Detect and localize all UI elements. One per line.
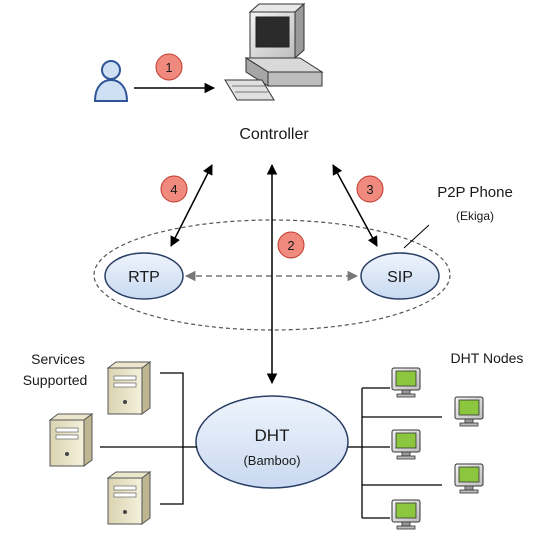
monitor-icon [391,429,421,460]
step-badge-4: 4 [160,175,188,203]
monitor-icon [454,463,484,494]
bamboo-label: (Bamboo) [243,453,300,468]
p2p-phone-label: P2P Phone [437,184,513,201]
svg-text:3: 3 [366,182,373,197]
step-badge-2: 2 [277,231,305,259]
rtp-label: RTP [128,269,160,286]
dht-label: DHT [255,426,290,445]
step-badge-3: 3 [356,175,384,203]
user-icon [93,60,129,102]
dht-nodes-label: DHT Nodes [451,350,524,366]
monitor-icon [391,499,421,530]
step-badge-1: 1 [155,53,183,81]
step-4-arrow [170,164,213,247]
ekiga-label: (Ekiga) [456,209,494,223]
svg-text:2: 2 [287,238,294,253]
server-tower-icon [107,361,151,415]
p2p-phone-leader-line [403,224,430,249]
svg-text:1: 1 [165,60,172,75]
server-tower-icon [49,413,93,467]
server-tower-icon [107,471,151,525]
desktop-computer-icon [224,2,324,101]
sip-label: SIP [387,269,413,286]
rtp-node: RTP [104,252,184,300]
services-connector [100,372,197,505]
controller-label: Controller [239,126,309,143]
p2p-phone-boundary [93,219,451,331]
monitor-icon [391,367,421,398]
dht-nodes-connector [348,387,442,519]
sip-node: SIP [360,252,440,300]
svg-text:4: 4 [170,182,177,197]
monitor-icon [454,396,484,427]
services-label-line2: Supported [23,372,88,388]
step-3-arrow [332,164,378,247]
dht-node: DHT (Bamboo) [195,395,349,489]
services-label-line1: Services [31,351,85,367]
